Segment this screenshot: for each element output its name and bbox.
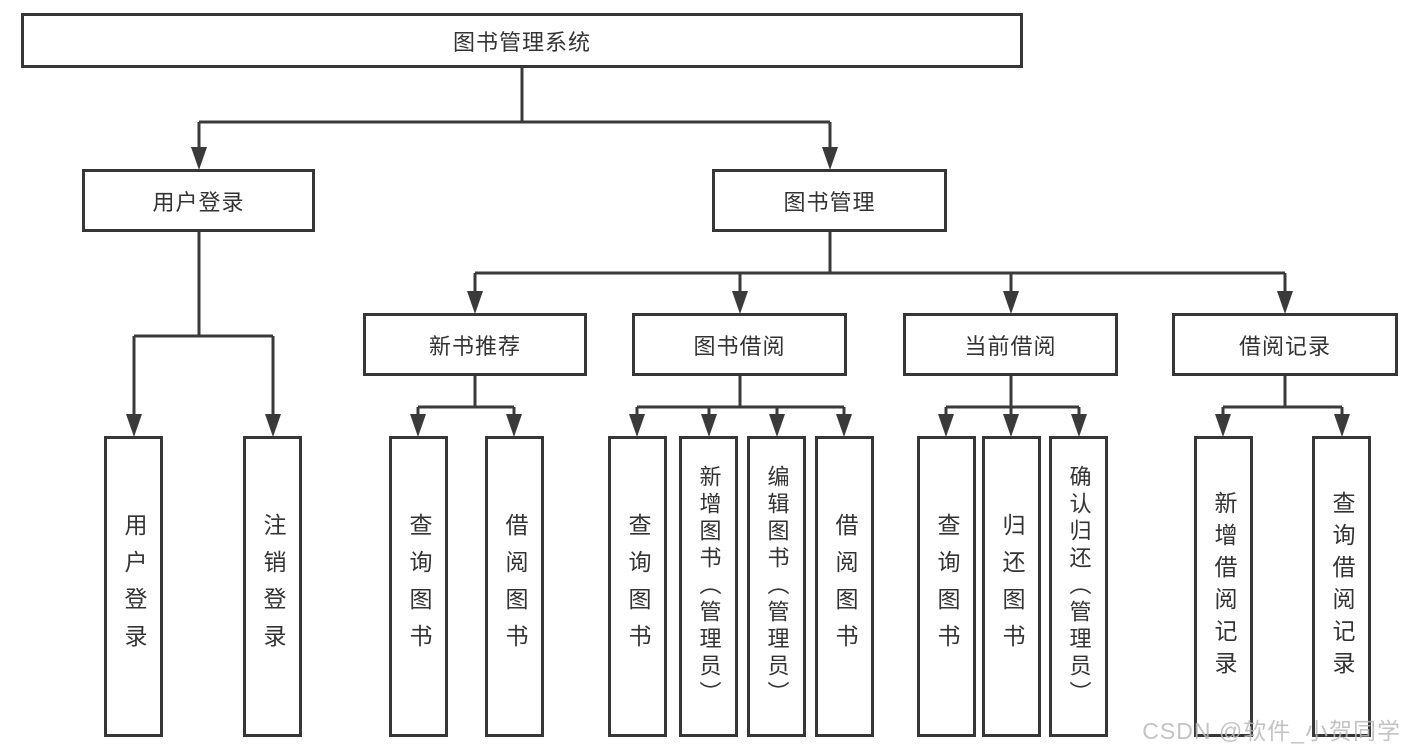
leaf-label: 新增图书（管理员）	[696, 465, 722, 708]
leaf-label: 查询图书	[625, 512, 651, 661]
leaf-label: 注销登录	[260, 512, 286, 661]
node-user-login-branch: 用户登录	[82, 169, 315, 232]
leaf-label: 编辑图书（管理员）	[764, 465, 790, 708]
node-label: 用户登录	[152, 189, 245, 215]
node-book-management-branch: 图书管理	[712, 169, 947, 232]
leaf-confirm-return-admin: 确认归还（管理员）	[1049, 436, 1108, 737]
leaf-query-books: 查询图书	[608, 436, 667, 737]
leaf-add-borrow-record: 新增借阅记录	[1194, 436, 1253, 737]
leaf-label: 借阅图书	[502, 512, 528, 661]
leaf-query-books: 查询图书	[917, 436, 976, 737]
leaf-borrow-books: 借阅图书	[485, 436, 544, 737]
node-label: 图书管理系统	[452, 29, 591, 55]
node-current-borrow: 当前借阅	[903, 313, 1118, 376]
leaf-label: 查询图书	[934, 512, 960, 661]
node-label: 图书借阅	[693, 333, 786, 359]
leaf-user-login: 用户登录	[104, 436, 163, 737]
node-label: 图书管理	[783, 189, 876, 215]
node-book-borrow: 图书借阅	[632, 313, 847, 376]
leaf-borrow-books: 借阅图书	[815, 436, 874, 737]
leaf-label: 确认归还（管理员）	[1066, 465, 1092, 708]
leaf-label: 用户登录	[121, 512, 147, 661]
node-label: 当前借阅	[964, 333, 1057, 359]
node-label: 借阅记录	[1238, 333, 1331, 359]
arrowheads	[126, 147, 1350, 437]
node-root-system: 图书管理系统	[21, 13, 1023, 68]
leaf-label: 借阅图书	[832, 512, 858, 661]
leaf-query-books: 查询图书	[389, 436, 448, 737]
leaf-label: 查询借阅记录	[1329, 490, 1355, 683]
leaf-add-books-admin: 新增图书（管理员）	[679, 436, 738, 737]
leaf-query-borrow-record: 查询借阅记录	[1312, 436, 1371, 737]
leaf-label: 查询图书	[406, 512, 432, 661]
node-new-book-recommend: 新书推荐	[363, 313, 587, 376]
leaf-logout: 注销登录	[243, 436, 302, 737]
leaf-label: 新增借阅记录	[1211, 490, 1237, 683]
leaf-return-books: 归还图书	[982, 436, 1041, 737]
leaf-edit-books-admin: 编辑图书（管理员）	[747, 436, 806, 737]
node-label: 新书推荐	[428, 333, 521, 359]
node-borrow-records: 借阅记录	[1172, 313, 1398, 376]
leaf-label: 归还图书	[999, 512, 1025, 661]
csdn-watermark: CSDN @软件_小贺同学	[1142, 718, 1401, 744]
